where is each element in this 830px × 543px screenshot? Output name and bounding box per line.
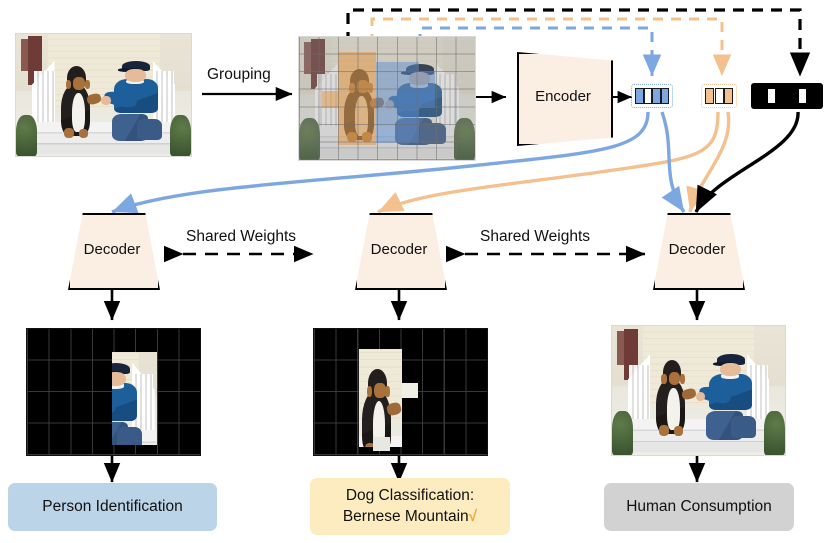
token-cell <box>714 88 724 104</box>
output-line: Human Consumption <box>626 497 772 515</box>
token-cell <box>776 88 788 104</box>
flow-full-to-right-decoder <box>694 111 800 213</box>
input-photo <box>15 33 192 157</box>
output-person-label[interactable]: Person Identification <box>8 483 217 531</box>
token-cell <box>643 88 652 104</box>
output-line-text: Bernese Mountain <box>342 507 469 525</box>
decoder-label: Decoder <box>370 241 428 258</box>
dog-patch-extra <box>402 383 418 399</box>
shared-weights-label-left: Shared Weights <box>186 228 296 245</box>
flow-dog-to-middle-decoder <box>377 111 720 214</box>
dog-patch-foot <box>372 437 391 452</box>
output-line: Dog Classification: <box>345 487 475 505</box>
check-icon: √ <box>468 507 478 525</box>
token-cell <box>660 88 669 104</box>
decoder-label: Decoder <box>83 241 141 258</box>
flow-person-to-right-decoder <box>660 111 686 213</box>
token-cell <box>724 88 733 104</box>
token-group-dog[interactable] <box>701 84 737 108</box>
flow-dog-to-right-decoder <box>686 111 731 213</box>
grouped-photo <box>298 36 476 161</box>
decoder-label: Decoder <box>668 241 726 258</box>
shared-weights-label-right: Shared Weights <box>480 228 590 245</box>
grouping-label: Grouping <box>207 66 271 83</box>
token-cell <box>635 88 644 104</box>
decoder-right: Decoder <box>653 213 745 290</box>
encoder-label: Encoder <box>535 88 591 105</box>
encoder-block: Encoder <box>517 52 613 146</box>
token-cell <box>788 88 798 104</box>
decoder-middle: Decoder <box>355 213 447 290</box>
token-cell <box>756 88 767 104</box>
token-cell <box>652 88 661 104</box>
token-cell <box>797 88 807 104</box>
token-cell <box>767 88 777 104</box>
decoder-left: Decoder <box>68 213 160 290</box>
patch-grid-overlay <box>299 37 475 160</box>
output-human-label[interactable]: Human Consumption <box>604 483 794 531</box>
token-cell <box>806 88 818 104</box>
dashed-route-person <box>418 26 662 77</box>
full-reconstruction-image <box>611 325 786 456</box>
output-line-2: Bernese Mountain√ <box>343 507 477 527</box>
person-reconstruction-image <box>26 328 201 456</box>
person-patch <box>111 351 157 445</box>
token-cell <box>705 88 714 104</box>
dog-patch <box>358 349 403 448</box>
output-dog-label[interactable]: Dog Classification: Bernese Mountain√ <box>310 478 510 535</box>
dog-reconstruction-image <box>313 328 488 456</box>
flow-person-to-left-decoder <box>111 111 650 214</box>
token-group-full[interactable] <box>751 83 823 109</box>
output-line: Person Identification <box>42 497 183 515</box>
token-group-person[interactable] <box>631 84 673 108</box>
